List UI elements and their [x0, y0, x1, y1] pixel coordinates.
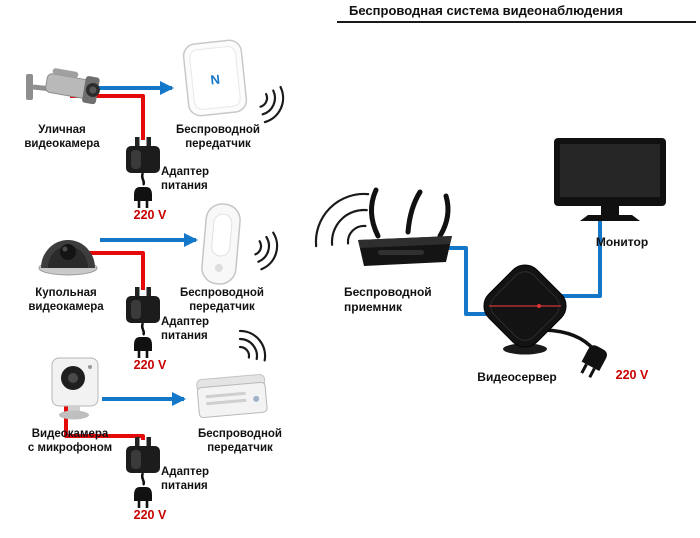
transmitter2-label: Беспроводной передатчик: [179, 287, 265, 314]
transmitter1-label: Беспроводной передатчик: [175, 124, 261, 151]
adapter3-label: Адаптер питания: [161, 466, 209, 493]
adapter1-label: Адаптер питания: [161, 166, 209, 193]
cable-monitor-to-videoserver: [558, 221, 602, 298]
dome-camera-icon: [38, 240, 98, 276]
wireless-transmitter2-icon: [201, 203, 241, 285]
power-adapter1-icon: [126, 137, 160, 208]
monitor-icon: [554, 138, 666, 221]
transmitter3-label: Беспроводной передатчик: [197, 428, 283, 455]
power-adapter2-icon: [126, 287, 160, 358]
wifi-waves-transmitter1-icon: [259, 85, 285, 124]
power-cable-camera3: [64, 404, 145, 440]
title-divider: [337, 21, 696, 23]
receiver-router-icon: [358, 187, 452, 266]
power-adapter3-icon: [126, 437, 160, 508]
transmitter1-logo: N: [210, 72, 221, 88]
voltage3-label: 220 V: [133, 508, 167, 522]
videoserver-icon: [483, 264, 567, 355]
power-cable-camera2: [86, 251, 145, 290]
adapter2-label: Адаптер питания: [161, 316, 209, 343]
power-plug-videoserver-icon: [580, 345, 607, 379]
cable-receiver-to-videoserver: [448, 246, 490, 316]
power-cord-videoserver: [544, 328, 596, 352]
videoserver-voltage-label: 220 V: [615, 368, 649, 382]
wifi-waves-transmitter3-icon: [238, 329, 267, 362]
voltage1-label: 220 V: [133, 208, 167, 222]
page-title: Беспроводная система видеонаблюдения: [349, 3, 623, 18]
wireless-transmitter1-icon: N: [182, 39, 248, 117]
voltage2-label: 220 V: [133, 358, 167, 372]
wifi-waves-transmitter2-icon: [254, 231, 279, 271]
wireless-transmitter3-icon: [196, 373, 268, 419]
bullet-camera-icon: [26, 68, 100, 105]
camera2-label: Купольная видеокамера: [28, 287, 104, 314]
videoserver-label: Видеосервер: [477, 370, 557, 384]
camera3-label: Видеокамера с микрофоном: [27, 428, 113, 455]
receiver-label: Беспроводной приемник: [344, 285, 432, 314]
monitor-label: Монитор: [595, 235, 649, 249]
camera1-label: Уличная видеокамера: [24, 124, 100, 151]
cube-camera-icon: [51, 357, 99, 420]
